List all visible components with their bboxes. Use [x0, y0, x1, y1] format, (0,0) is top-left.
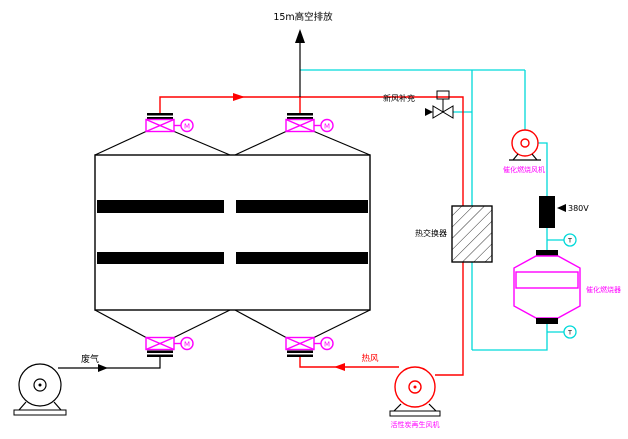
fan-impeller-icon — [394, 366, 436, 408]
heater-element-icon — [539, 196, 555, 228]
fresh-air-label: 新风补充 — [383, 93, 415, 103]
exhaust-stack: 15m高空排放 — [273, 11, 333, 97]
heat-exchanger-label: 热交换器 — [415, 228, 447, 238]
waste-gas-label: 废气 — [81, 353, 99, 365]
fresh-air-assembly: 新风补充 — [383, 90, 454, 119]
flow-arrow-hot-air-icon — [334, 363, 345, 371]
catalytic-fan-label: 催化燃烧风机 — [503, 165, 545, 174]
valve-motor-label: M — [184, 340, 190, 348]
valve-motor-label: M — [184, 122, 190, 130]
voltage-arrow-icon — [557, 204, 566, 212]
waste-gas-arrow-icon — [98, 364, 108, 372]
inlet-fan — [13, 363, 67, 416]
temp-indicator-label: T — [567, 237, 572, 245]
valve-motor-label: M — [324, 340, 330, 348]
regen-fan-label: 活性炭再生风机 — [391, 420, 440, 429]
valve-motor-icon — [180, 118, 194, 133]
hot-air-label: 热风 — [361, 353, 379, 364]
carbon-bed-lower-left — [97, 252, 224, 264]
carbon-bed-upper-right — [236, 200, 368, 213]
temp-sensor-icon — [563, 233, 577, 247]
fan-impeller-icon — [18, 363, 62, 407]
fan-impeller-icon — [511, 129, 539, 157]
temp-sensor-icon — [563, 325, 577, 339]
catalytic-burner: 催化燃烧器 — [513, 250, 621, 324]
fresh-air-valve-icon — [432, 105, 444, 119]
carbon-bed-lower-right — [236, 252, 368, 264]
temp-indicator-label: T — [567, 329, 572, 337]
heater-voltage-label: 380V — [568, 204, 589, 213]
heat-exchanger: 热交换器 — [415, 205, 493, 263]
adsorption-box — [94, 130, 371, 339]
burner-vessel-icon — [513, 255, 581, 319]
catalytic-fan: 催化燃烧风机 — [503, 129, 545, 174]
stack-arrow-icon — [295, 29, 305, 43]
valve-top-right: M — [285, 113, 334, 133]
valve-motor-icon — [320, 118, 334, 133]
electric-heater: 380V — [539, 196, 589, 228]
valve-actuator-icon — [436, 90, 450, 100]
fresh-air-arrow-icon — [425, 108, 433, 116]
valve-motor-icon — [180, 336, 194, 351]
exhaust-label: 15m高空排放 — [273, 11, 333, 23]
hot-gas-pipework — [159, 93, 464, 376]
valve-motor-icon — [320, 336, 334, 351]
valve-top-left: M — [145, 113, 194, 133]
valve-motor-label: M — [324, 122, 330, 130]
waste-gas-line: 废气 — [58, 353, 161, 372]
temp-indicator-upper: T — [563, 233, 577, 247]
flow-arrow-top-icon — [233, 93, 245, 101]
carbon-bed-upper-left — [97, 200, 224, 213]
valve-bottom-right: M — [285, 336, 334, 357]
valve-bottom-left: M — [145, 336, 194, 357]
catalyst-bed-icon — [515, 271, 579, 289]
regeneration-fan: 活性炭再生风机 — [389, 366, 441, 429]
temp-indicator-lower: T — [563, 325, 577, 339]
catalytic-burner-label: 催化燃烧器 — [586, 285, 621, 294]
